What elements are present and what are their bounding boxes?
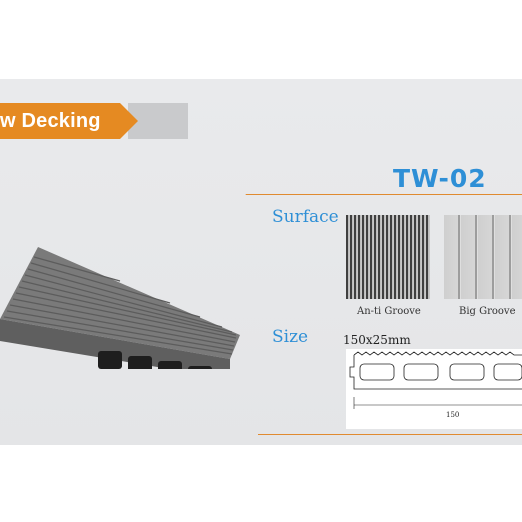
big-groove-swatch [444,215,522,299]
big-groove-caption: Big Groove [459,306,516,317]
cross-section-drawing: 150 [346,349,522,429]
anti-groove-caption: An-ti Groove [357,306,421,317]
frame-top-corner [234,194,265,213]
frame-bottom-line [258,434,522,435]
banner-orange-tab [0,103,138,139]
model-number: TW-02 [393,164,487,193]
size-label: Size [272,327,309,347]
surface-label: Surface [272,207,339,227]
drawing-width-label: 150 [446,411,459,419]
catalog-panel: w Decking TW-02 [0,79,522,445]
dimension-text: 150x25mm [343,333,411,347]
banner-grey-tail [128,103,188,139]
frame-top-line [258,194,522,195]
anti-groove-swatch [346,215,430,299]
board-front-face [0,319,230,369]
banner-title: w Decking [0,110,101,132]
decking-board-image [0,247,240,369]
